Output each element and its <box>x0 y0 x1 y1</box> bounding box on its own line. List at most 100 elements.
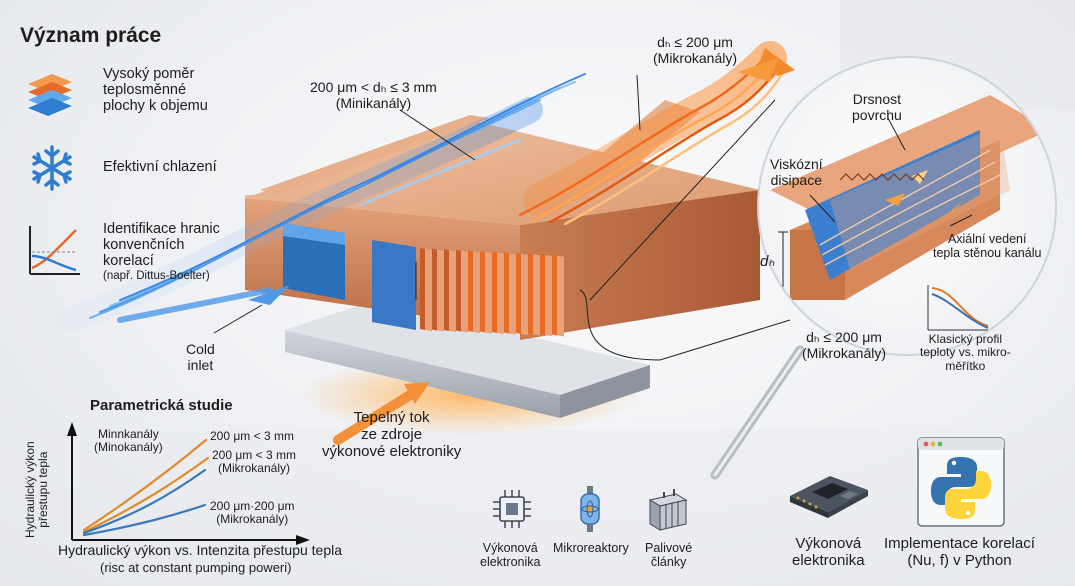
zoom-line: dₕ ≤ 200 μm <box>806 329 882 345</box>
flux-line: ze zdroje <box>361 425 423 443</box>
parametric-axes <box>67 422 310 545</box>
module-line: elektronika <box>792 551 865 569</box>
microchannel-fin <box>497 252 504 334</box>
range-text: dₕ ≤ 200 μm <box>657 34 733 50</box>
microchannel-slot <box>516 252 521 334</box>
zoom-line: disipace <box>770 171 823 188</box>
parametric-curve <box>82 456 210 534</box>
microchannel-fin <box>425 249 432 331</box>
microchannel-slot <box>456 249 461 332</box>
module-line: Výkonová <box>795 535 862 552</box>
microchannel-fin <box>509 253 516 335</box>
microchannel-slot <box>528 253 533 335</box>
parametric-title: Parametrická studie <box>90 397 233 414</box>
curve-label-range-1: 200 μm < 3 mm <box>210 429 294 443</box>
microchannel-fin <box>557 255 564 337</box>
layers-icon <box>20 66 80 126</box>
zoom-line: Klasický profil <box>928 332 1003 346</box>
feature-line: Identifikace hranic <box>103 221 220 237</box>
curve-line: 200 μm < 3 mm <box>212 448 296 462</box>
axial-conduction-label: Axiální vedení tepla stěnou kanálu <box>933 232 1041 260</box>
microchannel-fin <box>473 251 480 333</box>
name-text: (Minikanály) <box>335 94 412 111</box>
parametric-curve <box>82 438 208 532</box>
feature-note: (např. Dittus-Boelter) <box>103 269 210 282</box>
microchannel-fin <box>545 255 552 336</box>
app-label-electronics: Výkonová elektronika <box>480 541 540 569</box>
microchannel-fin <box>485 252 492 334</box>
app-line: Palivové <box>645 541 693 555</box>
python-line: (Nu, f) v Python <box>907 551 1012 569</box>
microchannel-slot <box>420 248 425 330</box>
curve-line: (Minokanály) <box>94 440 163 455</box>
curve-line: 200 μm·200 μm <box>210 499 295 513</box>
feature-item-ratio: Vysoký poměr teplosměnné plochy k objemu <box>103 66 208 115</box>
feature-item-correlations: Identifikace hranic konvenčních korelací… <box>103 221 220 283</box>
app-line: články <box>650 555 687 569</box>
microchannel-fin <box>461 250 468 333</box>
parametric-curve <box>82 503 207 537</box>
range-text: 200 μm < dₕ ≤ 3 mm <box>310 79 437 95</box>
feature-line: plochy k objemu <box>103 98 208 115</box>
feature-line: konvenčních <box>103 237 185 254</box>
microchannel-slot <box>480 251 485 333</box>
feature-item-cooling: Efektivní chlazení <box>103 159 217 175</box>
zoom-line: tepla stěnou kanálu <box>933 246 1042 260</box>
parametric-curve <box>82 468 207 535</box>
chip-icon <box>491 488 533 530</box>
zoom-line: teploty vs. mikro- <box>920 345 1011 360</box>
feature-line: korelací <box>103 253 154 270</box>
zoom-line: povrchu <box>852 106 902 123</box>
viscous-label: Viskózní disipace <box>770 156 823 188</box>
y-line: přestupu tepla <box>36 451 51 528</box>
profile-label: Klasický profil teploty vs. mikro- měřít… <box>920 332 1011 373</box>
curve-label-range-2: 200 μm < 3 mm (Mikrokanály) <box>212 448 296 476</box>
parametric-x-label: Hydraulický výkon vs. Intenzita přestupu… <box>58 542 343 558</box>
microchannel-slot <box>444 249 449 331</box>
flux-line: Tepelný tok <box>353 409 430 426</box>
microchannel-fin <box>521 253 528 335</box>
microchannel-slot <box>540 254 545 335</box>
heat-flux-label: Tepelný tok ze zdroje výkonové elektroni… <box>322 409 461 460</box>
app-label-fuel-cells: Palivové články <box>645 541 692 569</box>
inlet-line: inlet <box>187 356 214 373</box>
curve-label-range-3: 200 μm·200 μm (Mikrokanály) <box>210 499 295 527</box>
app-line: Výkonová <box>482 541 538 555</box>
parametric-x-sublabel: (risc at constant pumping poweri) <box>100 560 292 575</box>
zoom-line: Drsnost <box>852 91 902 107</box>
graph-icon <box>24 222 84 280</box>
page-title: Význam práce <box>20 24 162 47</box>
app-line: elektronika <box>480 555 541 569</box>
y-line: Hydraulický výkon <box>23 441 37 538</box>
microchannel-fin <box>533 254 540 336</box>
name-text: (Mikrokanály) <box>653 49 738 66</box>
inlet-line: Cold <box>186 341 215 357</box>
python-logo-icon <box>917 437 1005 527</box>
zoom-line: Axiální vedení <box>947 232 1027 246</box>
microchannel-slot <box>468 250 473 332</box>
microchannel-slot <box>552 254 557 336</box>
minichannel-label: 200 μm < dₕ ≤ 3 mm (Minikanály) <box>310 79 437 111</box>
zoom-line: měřítko <box>945 358 986 373</box>
curve-line: (Mikrokanály) <box>217 461 290 476</box>
microchannel-slot <box>504 252 509 334</box>
microchannel-slot <box>492 251 497 333</box>
parametric-y-label: Hydraulický výkon přestupu tepla <box>23 441 51 538</box>
app-label-microreactors: Mikroreaktory <box>553 541 629 555</box>
roughness-label: Drsnost povrchu <box>852 91 902 123</box>
power-module-label: Výkonová elektronika <box>792 535 865 570</box>
microchannel-label: dₕ ≤ 200 μm (Mikrokanály) <box>653 34 738 66</box>
zoom-line: (Mikrokanály) <box>802 344 887 361</box>
power-module-icon <box>786 466 872 522</box>
curve-label-minichannels: Minnkanály (Minokanály) <box>94 427 163 455</box>
cold-inlet-label: Cold inlet <box>186 341 215 373</box>
microchannel-fin <box>449 250 456 332</box>
microchannel-fin <box>437 249 444 332</box>
dh-symbol: dₕ <box>760 253 775 270</box>
microchannel-slot <box>432 248 437 331</box>
curve-line: Minnkanály <box>98 427 159 441</box>
microreactor-icon <box>573 486 607 534</box>
zoom-micro-label: dₕ ≤ 200 μm (Mikrokanály) <box>802 329 887 361</box>
